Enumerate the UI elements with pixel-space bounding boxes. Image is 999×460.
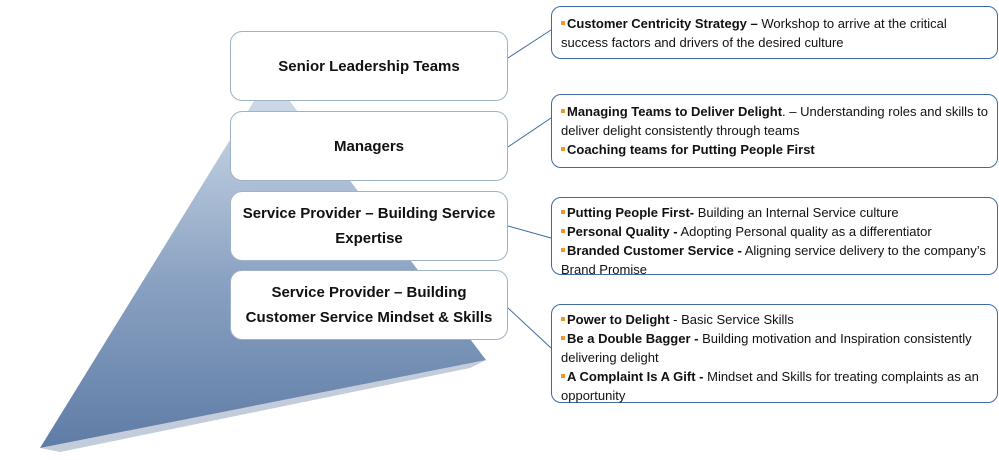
tier-managers: Managers (230, 111, 508, 181)
description-item: Customer Centricity Strategy – Workshop … (561, 14, 988, 52)
item-title: Branded Customer Service - (567, 243, 742, 258)
description-box-senior-leadership: Customer Centricity Strategy – Workshop … (551, 6, 998, 59)
tier-label: Service Provider – Building Service Expe… (242, 205, 496, 247)
item-text: . – Understanding roles and skills to de… (561, 104, 988, 138)
item-text: Building an Internal Service culture (694, 205, 899, 220)
bullet-icon (561, 248, 565, 252)
item-title: Personal Quality - (567, 224, 678, 239)
item-text: Aligning service delivery to the company… (561, 243, 986, 277)
description-item: Coaching teams for Putting People First (561, 140, 988, 159)
item-text: Mindset and Skills for treating complain… (561, 369, 979, 403)
bullet-icon (561, 147, 565, 151)
item-text: Adopting Personal quality as a different… (677, 224, 932, 239)
bullet-icon (561, 317, 565, 321)
tier-label: Senior Leadership Teams (278, 57, 460, 75)
description-item: Managing Teams to Deliver Delight. – Und… (561, 102, 988, 140)
bullet-icon (561, 229, 565, 233)
item-title: Putting People First- (567, 205, 695, 220)
item-text: - Basic Service Skills (669, 312, 794, 327)
bullet-icon (561, 109, 565, 113)
tier-label: Managers (333, 137, 405, 155)
bullet-icon (561, 21, 565, 25)
item-title: A Complaint Is A Gift - (567, 369, 704, 384)
description-item: A Complaint Is A Gift - Mindset and Skil… (561, 367, 988, 405)
item-title: Customer Centricity Strategy – (567, 16, 758, 31)
connector-line-1 (507, 29, 552, 59)
description-item: Power to Delight - Basic Service Skills (561, 310, 988, 329)
pyramid-shape (40, 75, 486, 448)
item-text: Building motivation and Inspiration cons… (561, 331, 972, 365)
connector-line-3 (507, 225, 552, 239)
tier-senior-leadership: Senior Leadership Teams (230, 31, 508, 101)
connector-line-4 (507, 307, 552, 349)
bullet-icon (561, 374, 565, 378)
description-item: Putting People First- Building an Intern… (561, 203, 988, 222)
bullet-icon (561, 336, 565, 340)
tier-label: Service Provider – Building Customer Ser… (245, 284, 493, 326)
item-title: Power to Delight (567, 312, 670, 327)
description-item: Branded Customer Service - Aligning serv… (561, 241, 988, 279)
description-box-service-expertise: Putting People First- Building an Intern… (551, 197, 998, 277)
connector-line-2 (507, 117, 552, 148)
tier-customer-service-mindset: Service Provider – Building Customer Ser… (230, 270, 508, 340)
description-box-customer-service-mindset: Power to Delight - Basic Service Skills … (551, 304, 998, 403)
item-title: Coaching teams for Putting People First (567, 142, 815, 157)
bullet-icon (561, 210, 565, 214)
description-item: Personal Quality - Adopting Personal qua… (561, 222, 988, 241)
description-item: Be a Double Bagger - Building motivation… (561, 329, 988, 367)
pyramid-shadow (40, 360, 486, 452)
item-title: Managing Teams to Deliver Delight (567, 104, 783, 119)
description-box-managers: Managing Teams to Deliver Delight. – Und… (551, 94, 998, 168)
item-text: Workshop to arrive at the critical succe… (561, 16, 947, 50)
item-title: Be a Double Bagger - (567, 331, 699, 346)
tier-service-expertise: Service Provider – Building Service Expe… (230, 191, 508, 261)
